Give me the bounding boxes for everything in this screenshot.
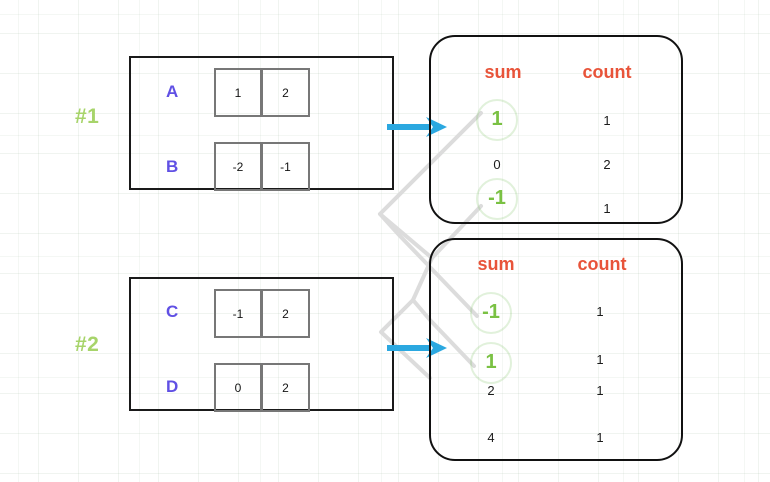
result-1-row-1-sum: 1 [491, 108, 503, 130]
result-1-row-1-count: 1 [603, 113, 611, 128]
result-2-row-4-count: 1 [596, 430, 604, 445]
cell-a-0: 1 [214, 68, 262, 117]
result-panel-2[interactable] [429, 238, 683, 461]
partition-1-row-label-b: B [166, 157, 179, 176]
partition-1-row-label-a: A [166, 82, 179, 101]
highlight-ring-r1-row3 [476, 178, 518, 220]
cell-b-0: -2 [214, 142, 262, 191]
arrow-partition-2-to-result-2 [386, 335, 448, 366]
cell-b-1: -1 [262, 142, 310, 191]
result-2-row-2-count: 1 [596, 352, 604, 367]
result-1-header-count: count [582, 62, 632, 82]
result-2-row-1-sum: -1 [482, 301, 500, 323]
result-1-row-2-sum: 0 [493, 157, 501, 172]
result-2-row-4-sum: 4 [487, 430, 495, 445]
cell-d-1: 2 [262, 363, 310, 412]
result-1-header-sum: sum [484, 62, 522, 82]
highlight-ring-r1-row1 [476, 99, 518, 141]
result-2-row-1-count: 1 [596, 304, 604, 319]
partition-1-row-b-cells[interactable]: -2 -1 [214, 142, 310, 191]
partition-2-row-c-cells[interactable]: -1 2 [214, 289, 310, 338]
cell-c-0: -1 [214, 289, 262, 338]
partition-1-row-a-cells[interactable]: 1 2 [214, 68, 310, 117]
result-panel-1[interactable] [429, 35, 683, 224]
result-2-row-2-sum: 1 [485, 351, 497, 373]
cell-d-0: 0 [214, 363, 262, 412]
cell-c-1: 2 [262, 289, 310, 338]
result-2-header-count: count [577, 254, 627, 274]
highlight-ring-r2-row1 [470, 292, 512, 334]
cell-a-1: 2 [262, 68, 310, 117]
partition-tag-1: #1 [75, 105, 100, 128]
result-1-row-3-count: 1 [603, 201, 611, 216]
partition-tag-2: #2 [75, 333, 100, 356]
partition-2-row-label-d: D [166, 377, 179, 396]
partition-2-row-label-c: C [166, 302, 179, 321]
highlight-ring-r2-row2 [470, 342, 512, 384]
result-2-row-3-sum: 2 [487, 383, 495, 398]
partition-2-row-d-cells[interactable]: 0 2 [214, 363, 310, 412]
result-1-row-3-sum: -1 [488, 187, 506, 209]
arrow-partition-1-to-result-1 [386, 114, 448, 145]
result-1-row-2-count: 2 [603, 157, 611, 172]
result-2-row-3-count: 1 [596, 383, 604, 398]
result-2-header-sum: sum [477, 254, 515, 274]
